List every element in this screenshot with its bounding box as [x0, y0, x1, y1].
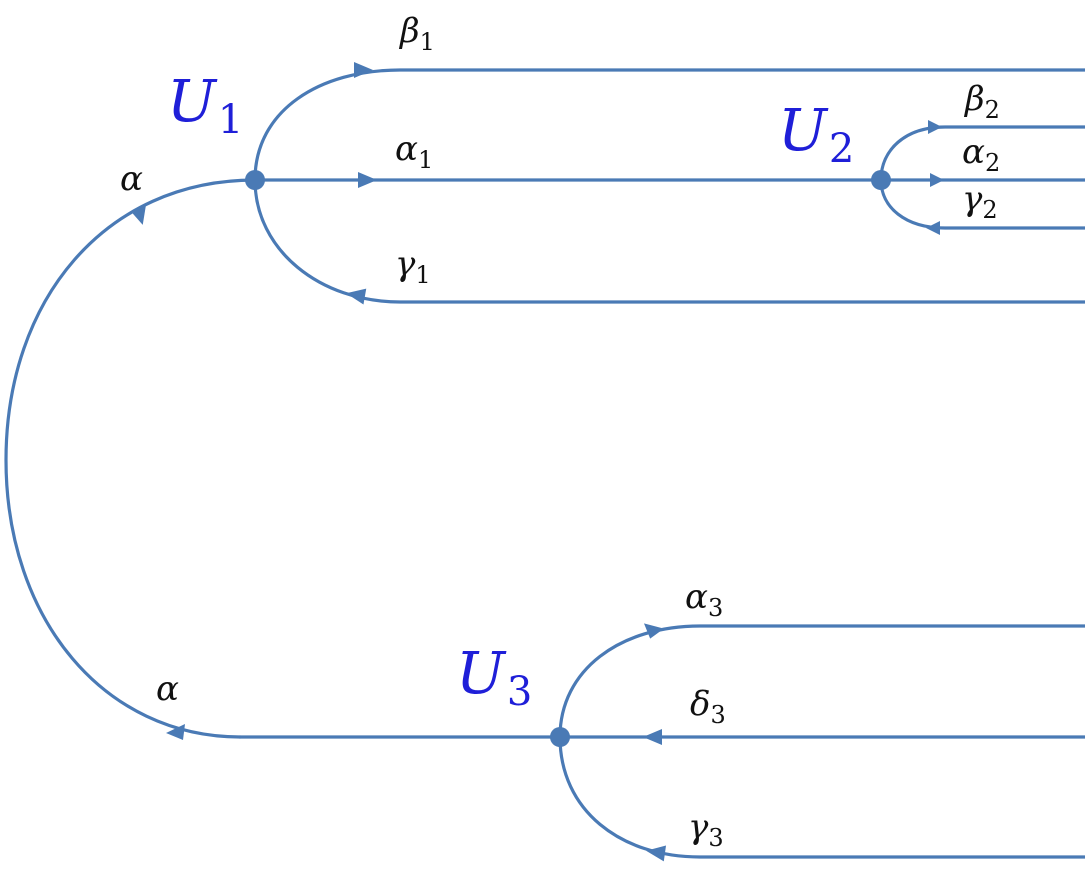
edge-beta1 [253, 68, 1085, 182]
edge-label-alpha-lower: α [156, 669, 179, 709]
node-dot-u1 [245, 170, 265, 190]
edge-alpha-loop [4, 178, 257, 739]
arrowhead-alpha-lower [166, 724, 185, 740]
arrowhead-alpha3 [643, 623, 664, 639]
node-dot-u2 [871, 170, 891, 190]
node-dots [245, 170, 891, 747]
node-label-u3: U3 [456, 639, 532, 715]
edge-label-alpha3: α3 [685, 577, 723, 622]
arrowhead-beta2 [928, 120, 942, 134]
arrowhead-beta1 [354, 62, 373, 78]
edge-label-beta2: β2 [963, 79, 1000, 124]
node-label-u1: U1 [167, 67, 243, 143]
arrowhead-gamma1 [346, 288, 367, 305]
edge-label-alpha-upper: α [120, 159, 143, 199]
node-dot-u3 [550, 727, 570, 747]
arrowhead-gamma3 [646, 845, 667, 862]
arrowheads [132, 62, 944, 862]
edge-label-gamma1: γ1 [395, 244, 431, 289]
edge-label-alpha2: α2 [962, 132, 1000, 177]
node-label-u2: U2 [778, 96, 854, 172]
edge-label-beta1: β1 [398, 11, 435, 56]
edges [4, 68, 1085, 859]
edge-labels: α α β1 α1 γ1 β2 α2 γ2 α3 δ3 γ3 [120, 11, 1000, 852]
arrowhead-gamma2 [926, 221, 940, 235]
edge-label-gamma2: γ2 [962, 179, 998, 224]
arrowhead-alpha1 [358, 172, 377, 188]
node-labels: U1 U2 U3 [167, 67, 854, 715]
edge-gamma3 [558, 735, 1085, 859]
arrowhead-delta3 [643, 729, 662, 745]
edge-label-alpha1: α1 [395, 129, 433, 174]
arrowhead-alpha2 [930, 173, 944, 187]
edge-label-gamma3: γ3 [688, 807, 724, 852]
edge-label-delta3: δ3 [690, 684, 726, 729]
edge-alpha3 [558, 624, 1085, 739]
edge-gamma1 [253, 178, 1085, 304]
arrowhead-alpha-upper [132, 203, 147, 225]
